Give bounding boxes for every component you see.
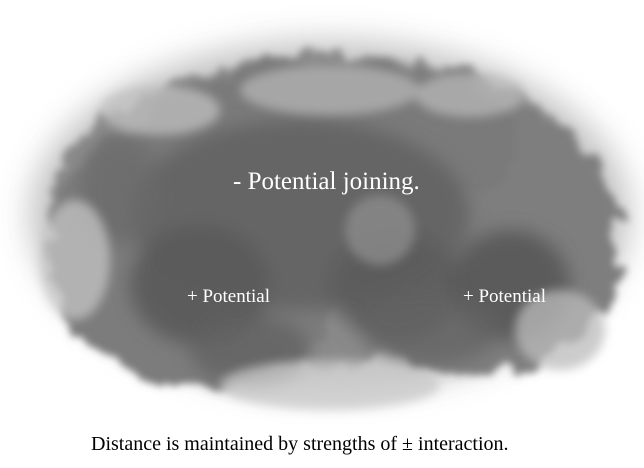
label-positive-potential-right: + Potential <box>463 286 547 307</box>
label-potential-joining: - Potential joining. <box>233 168 420 195</box>
cloud-image <box>30 40 630 410</box>
caption: Distance is maintained by strengths of ±… <box>91 433 509 455</box>
label-positive-potential-left: + Potential <box>187 286 271 307</box>
cloud-light-wisps <box>40 65 605 410</box>
